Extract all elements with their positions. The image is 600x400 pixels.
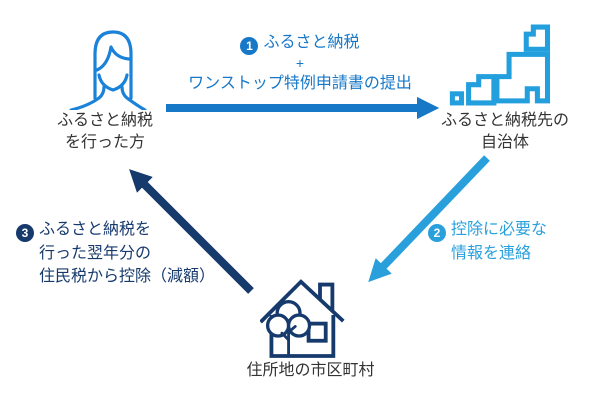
municipality-label-line2: 自治体 bbox=[480, 133, 529, 151]
municipality-label-line1: ふるさと納税先の bbox=[440, 112, 569, 129]
donor-label-line1: ふるさと納税 bbox=[56, 112, 153, 129]
step3-badge: 3 bbox=[16, 224, 34, 242]
step2-badge: 2 bbox=[428, 224, 446, 242]
step1-badge: 1 bbox=[240, 37, 259, 55]
donor-label-line2: を行った方 bbox=[64, 133, 145, 151]
house-icon bbox=[260, 279, 345, 358]
step2-line2: 情報を連絡 bbox=[451, 245, 532, 262]
residence-label: 住所地の市区町村 bbox=[246, 362, 375, 379]
step3-line3: 住民税から控除（減額） bbox=[39, 268, 216, 285]
donor-label: ふるさと納税 を行った方 bbox=[20, 110, 190, 153]
japan-map-icon bbox=[449, 24, 551, 106]
arrow-step2 bbox=[368, 155, 490, 283]
municipality-label: ふるさと納税先の 自治体 bbox=[420, 110, 590, 153]
step1-plus: + bbox=[295, 55, 305, 71]
arrow-step3 bbox=[129, 169, 254, 294]
step1-line3: ワンストップ特例申請書の提出 bbox=[188, 75, 412, 92]
person-icon bbox=[69, 30, 147, 110]
step3-line2: 行った翌年分の bbox=[39, 245, 152, 262]
